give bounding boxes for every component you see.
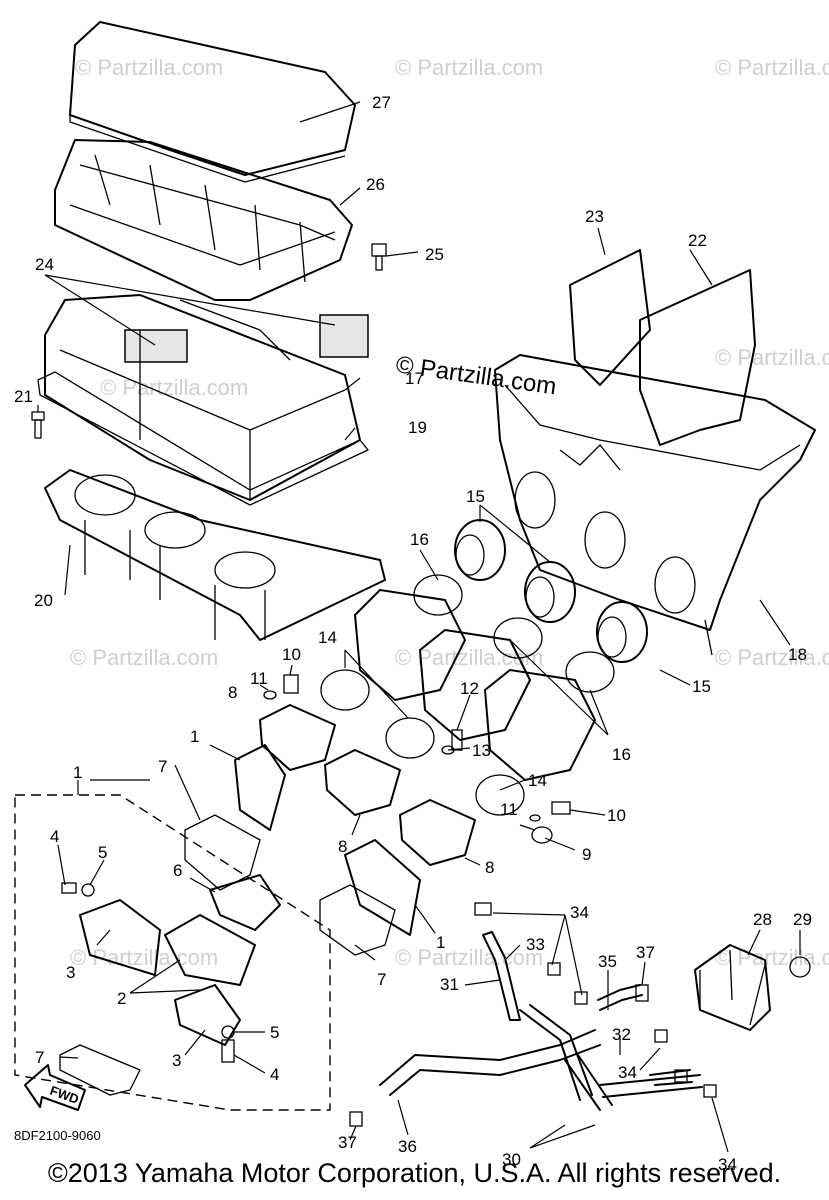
callout-14a: 14	[318, 628, 337, 647]
callout-22: 22	[688, 231, 707, 250]
callout-1c: 1	[73, 763, 82, 782]
callout-10b: 10	[607, 806, 626, 825]
watermark-text: © Partzilla.com	[70, 945, 218, 970]
reed-group-boundary	[14, 794, 331, 1111]
part-24-foam-pads	[124, 314, 369, 363]
watermark-text: © Partzilla.com	[715, 55, 829, 80]
callout-37b: 37	[338, 1133, 357, 1152]
callout-32: 32	[612, 1025, 631, 1044]
diagram-code: 8DF2100-9060	[14, 1128, 101, 1143]
callout-7a: 7	[158, 757, 167, 776]
watermark-group: © Partzilla.com © Partzilla.com © Partzi…	[70, 55, 829, 970]
callout-3a: 3	[66, 963, 75, 982]
callout-4a: 4	[50, 827, 59, 846]
part-16-clamps	[413, 574, 615, 693]
callout-18: 18	[788, 645, 807, 664]
callout-11a: 11	[250, 669, 268, 688]
callout-8a: 8	[228, 683, 237, 702]
callout-10a: 10	[282, 645, 301, 664]
callout-numbers: 27 26 25 24 23 22 21 17 19 20 15 16 18 1…	[14, 93, 812, 1174]
callout-37a: 37	[636, 943, 655, 962]
callout-11b: 11	[500, 800, 518, 819]
watermark-text: © Partzilla.com	[100, 375, 248, 400]
callout-31: 31	[440, 975, 459, 994]
callout-17: 17	[405, 369, 424, 388]
part-22-plate	[639, 269, 756, 446]
part-14-clamps	[320, 669, 525, 816]
callout-33: 33	[526, 935, 545, 954]
callout-9: 9	[582, 845, 591, 864]
watermark-text: © Partzilla.com	[395, 55, 543, 80]
callout-35: 35	[598, 952, 617, 971]
callout-8b: 8	[338, 837, 347, 856]
part-21-screw	[31, 411, 45, 439]
callout-1b: 1	[436, 933, 445, 952]
carburetor-bank	[354, 589, 596, 781]
callout-13: 13	[472, 741, 491, 760]
callout-12: 12	[460, 679, 479, 698]
part-23-plate	[569, 249, 651, 386]
callout-29: 29	[793, 910, 812, 929]
callout-4b: 4	[270, 1065, 279, 1084]
callout-14b: 14	[528, 771, 547, 790]
part-19-gasket	[37, 371, 370, 506]
small-fasteners	[263, 674, 571, 844]
part-25-bolt	[371, 243, 387, 271]
part-18-housing	[494, 354, 816, 656]
callout-5b: 5	[270, 1023, 279, 1042]
callout-20: 20	[34, 591, 53, 610]
watermark-text: © Partzilla.com	[75, 55, 223, 80]
fuel-system	[349, 902, 811, 1127]
callout-7c: 7	[35, 1048, 44, 1067]
watermark-text: © Partzilla.com	[715, 645, 829, 670]
callout-27: 27	[372, 93, 391, 112]
part-20-plenum-base	[44, 469, 386, 641]
callout-6: 6	[173, 861, 182, 880]
callout-24: 24	[35, 255, 54, 274]
callout-19: 19	[408, 418, 427, 437]
callout-3b: 3	[172, 1051, 181, 1070]
callout-5a: 5	[98, 843, 107, 862]
callout-30: 30	[502, 1150, 521, 1169]
callout-7b: 7	[377, 970, 386, 989]
callout-16b: 16	[612, 745, 631, 764]
callout-34b: 34	[618, 1063, 637, 1082]
callout-25: 25	[425, 245, 444, 264]
watermark-text: © Partzilla.com	[715, 345, 829, 370]
part-8-manifolds	[259, 704, 476, 866]
part-1-reed-valves	[234, 744, 421, 936]
callout-1a: 1	[190, 727, 199, 746]
part-15-boots	[454, 519, 648, 663]
callout-36: 36	[398, 1137, 417, 1156]
part-27-cover	[69, 21, 356, 183]
copyright-notice: ©2013 Yamaha Motor Corporation, U.S.A. A…	[47, 1158, 782, 1188]
callout-15b: 15	[692, 677, 711, 696]
callout-15a: 15	[466, 487, 485, 506]
watermark-text: © Partzilla.com	[395, 945, 543, 970]
callout-28: 28	[753, 910, 772, 929]
part-26-filter-frame	[54, 139, 353, 301]
callout-21: 21	[14, 387, 33, 406]
callout-34c: 34	[718, 1155, 737, 1174]
callout-26: 26	[366, 175, 385, 194]
callout-34a: 34	[570, 903, 589, 922]
fwd-arrow: FWD	[24, 1064, 86, 1111]
part-7-gaskets	[59, 814, 396, 1096]
callout-8c: 8	[485, 858, 494, 877]
watermark-text: © Partzilla.com	[715, 945, 829, 970]
callout-2: 2	[117, 989, 126, 1008]
callout-16a: 16	[410, 530, 429, 549]
leader-lines	[37, 101, 801, 1153]
watermark-text: © Partzilla.com	[70, 645, 218, 670]
callout-23: 23	[585, 207, 604, 226]
